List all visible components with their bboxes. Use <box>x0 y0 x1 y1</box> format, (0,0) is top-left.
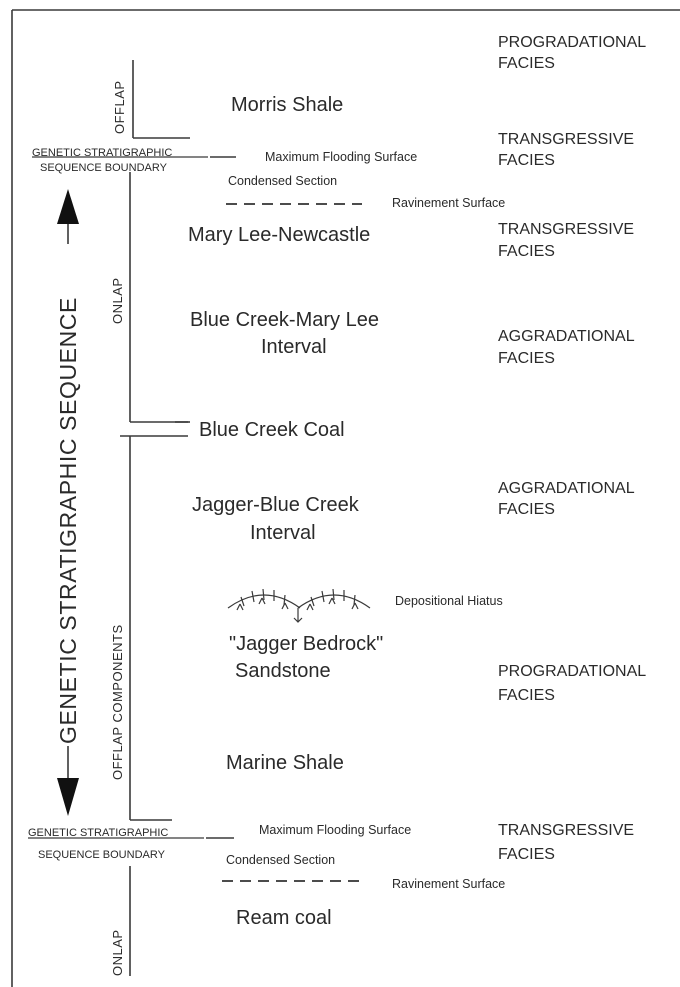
facies-6-line2: FACIES <box>498 687 555 704</box>
jagger-bedrock-label-line2: Sandstone <box>235 660 331 682</box>
arrow-down-head <box>57 778 79 816</box>
jagger-bedrock-label-line1: "Jagger Bedrock" <box>229 633 383 655</box>
upper-boundary-label-line2: SEQUENCE BOUNDARY <box>40 162 168 174</box>
offlap-components-label: OFFLAP COMPONENTS <box>110 624 125 780</box>
arrow-up-head <box>57 189 79 224</box>
blue-creek-coal-label: Blue Creek Coal <box>199 419 345 441</box>
ravinement-upper-label: Ravinement Surface <box>392 196 505 210</box>
onlap-upper-label: ONLAP <box>110 277 125 324</box>
max-flood-upper-label: Maximum Flooding Surface <box>265 150 417 164</box>
lower-boundary-label-line1: GENETIC STRATIGRAPHIC <box>28 827 168 839</box>
facies-4-line1: AGGRADATIONAL <box>498 328 635 345</box>
blue-creek-mary-lee-label-line1: Blue Creek-Mary Lee <box>190 309 379 331</box>
blue-creek-mary-lee-label-line2: Interval <box>261 336 327 358</box>
facies-5-line1: AGGRADATIONAL <box>498 480 635 497</box>
facies-3-line2: FACIES <box>498 243 555 260</box>
jagger-blue-creek-label-line2: Interval <box>250 522 316 544</box>
facies-3-line1: TRANSGRESSIVE <box>498 221 634 238</box>
facies-1-line2: FACIES <box>498 55 555 72</box>
marine-shale-label: Marine Shale <box>226 752 344 774</box>
condensed-lower-label: Condensed Section <box>226 853 335 867</box>
mary-lee-newcastle-label: Mary Lee-Newcastle <box>188 224 370 246</box>
upper-boundary-label-line1: GENETIC STRATIGRAPHIC <box>32 147 172 159</box>
max-flood-lower-label: Maximum Flooding Surface <box>259 823 411 837</box>
sequence-arrow <box>57 189 79 816</box>
facies-1-line1: PROGRADATIONAL <box>498 34 646 51</box>
genetic-sequence-label: GENETIC STRATIGRAPHIC SEQUENCE <box>55 297 81 744</box>
ream-coal-label: Ream coal <box>236 907 332 929</box>
morris-shale-label: Morris Shale <box>231 94 343 116</box>
facies-2-line1: TRANSGRESSIVE <box>498 131 634 148</box>
condensed-upper-label: Condensed Section <box>228 174 337 188</box>
jagger-blue-creek-label-line1: Jagger-Blue Creek <box>192 494 360 516</box>
ravinement-lower-label: Ravinement Surface <box>392 877 505 891</box>
offlap-label: OFFLAP <box>112 80 127 134</box>
facies-6-line1: PROGRADATIONAL <box>498 663 646 680</box>
facies-4-line2: FACIES <box>498 350 555 367</box>
facies-7-line1: TRANSGRESSIVE <box>498 822 634 839</box>
lower-boundary-label-line2: SEQUENCE BOUNDARY <box>38 849 166 861</box>
facies-5-line2: FACIES <box>498 501 555 518</box>
onlap-lower-label: ONLAP <box>110 929 125 976</box>
depositional-hiatus-symbol <box>227 588 371 623</box>
facies-7-line2: FACIES <box>498 846 555 863</box>
depositional-hiatus-label: Depositional Hiatus <box>395 594 503 608</box>
facies-2-line2: FACIES <box>498 152 555 169</box>
